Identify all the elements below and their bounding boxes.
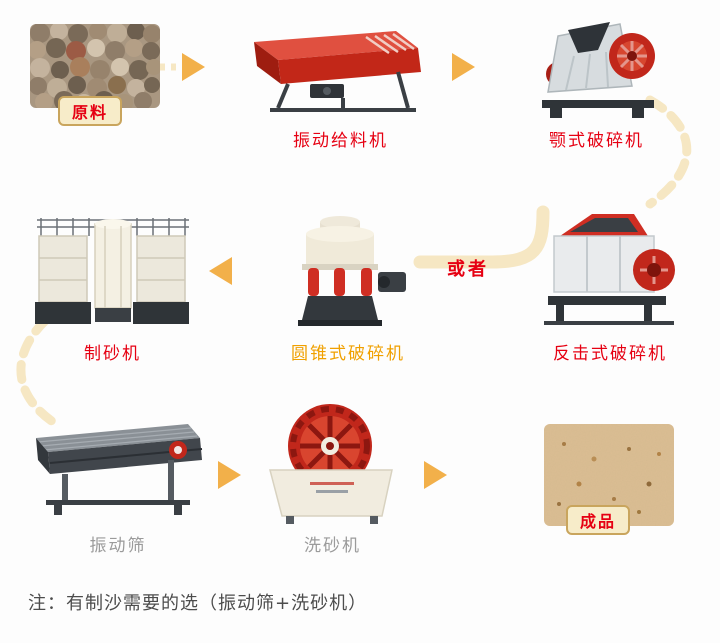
vibrating-feeder-label: 振动给料机: [293, 131, 388, 151]
vibrating-feeder-image: [248, 26, 433, 114]
cone-crusher-image: [278, 208, 418, 336]
sand-washer-image: [260, 398, 405, 526]
impact-crusher-graphic: [544, 214, 675, 325]
jaw-crusher-graphic: [542, 22, 655, 118]
jaw-crusher-label: 颚式破碎机: [549, 131, 644, 151]
raw-material-image: [30, 24, 160, 108]
raw-material-tag: 原料: [58, 96, 122, 126]
or-label: 或者: [447, 259, 489, 280]
sand-maker-image: [25, 202, 200, 334]
dashed-curve-sandmaker-to-screen: [16, 315, 61, 429]
vibrating-screen-label: 振动筛: [89, 536, 147, 556]
sand-maker-graphic: [35, 218, 189, 324]
arrow-right-raw-to-feeder: [182, 53, 205, 81]
arrow-right-feeder-to-jaw: [452, 53, 475, 81]
sand-washer-label: 洗砂机: [304, 536, 361, 556]
cone-crusher-graphic: [298, 216, 406, 326]
finished-product-tag: 成品: [566, 505, 630, 535]
arrow-left-cone-to-sandmaker: [209, 257, 232, 285]
bottom-note: 注：有制沙需要的选（振动筛+洗砂机）: [28, 593, 368, 614]
sand-washer-graphic: [269, 404, 393, 524]
sand-maker-label: 制砂机: [84, 344, 141, 364]
vibrating-feeder-graphic: [254, 31, 421, 112]
arrow-right-washer-to-product: [424, 461, 447, 489]
impact-crusher-label: 反击式破碎机: [553, 344, 667, 364]
dashed-curve-jaw-to-impact: [645, 95, 692, 209]
pebbles-graphic: [30, 24, 160, 108]
vibrating-screen-image: [28, 408, 208, 526]
cone-crusher-label: 圆锥式破碎机: [291, 344, 405, 364]
vibrating-screen-graphic: [36, 424, 203, 515]
impact-crusher-image: [540, 198, 680, 330]
jaw-crusher-image: [524, 8, 669, 126]
arrow-right-screen-to-washer: [218, 461, 241, 489]
or-connector-elbow: [413, 205, 550, 269]
